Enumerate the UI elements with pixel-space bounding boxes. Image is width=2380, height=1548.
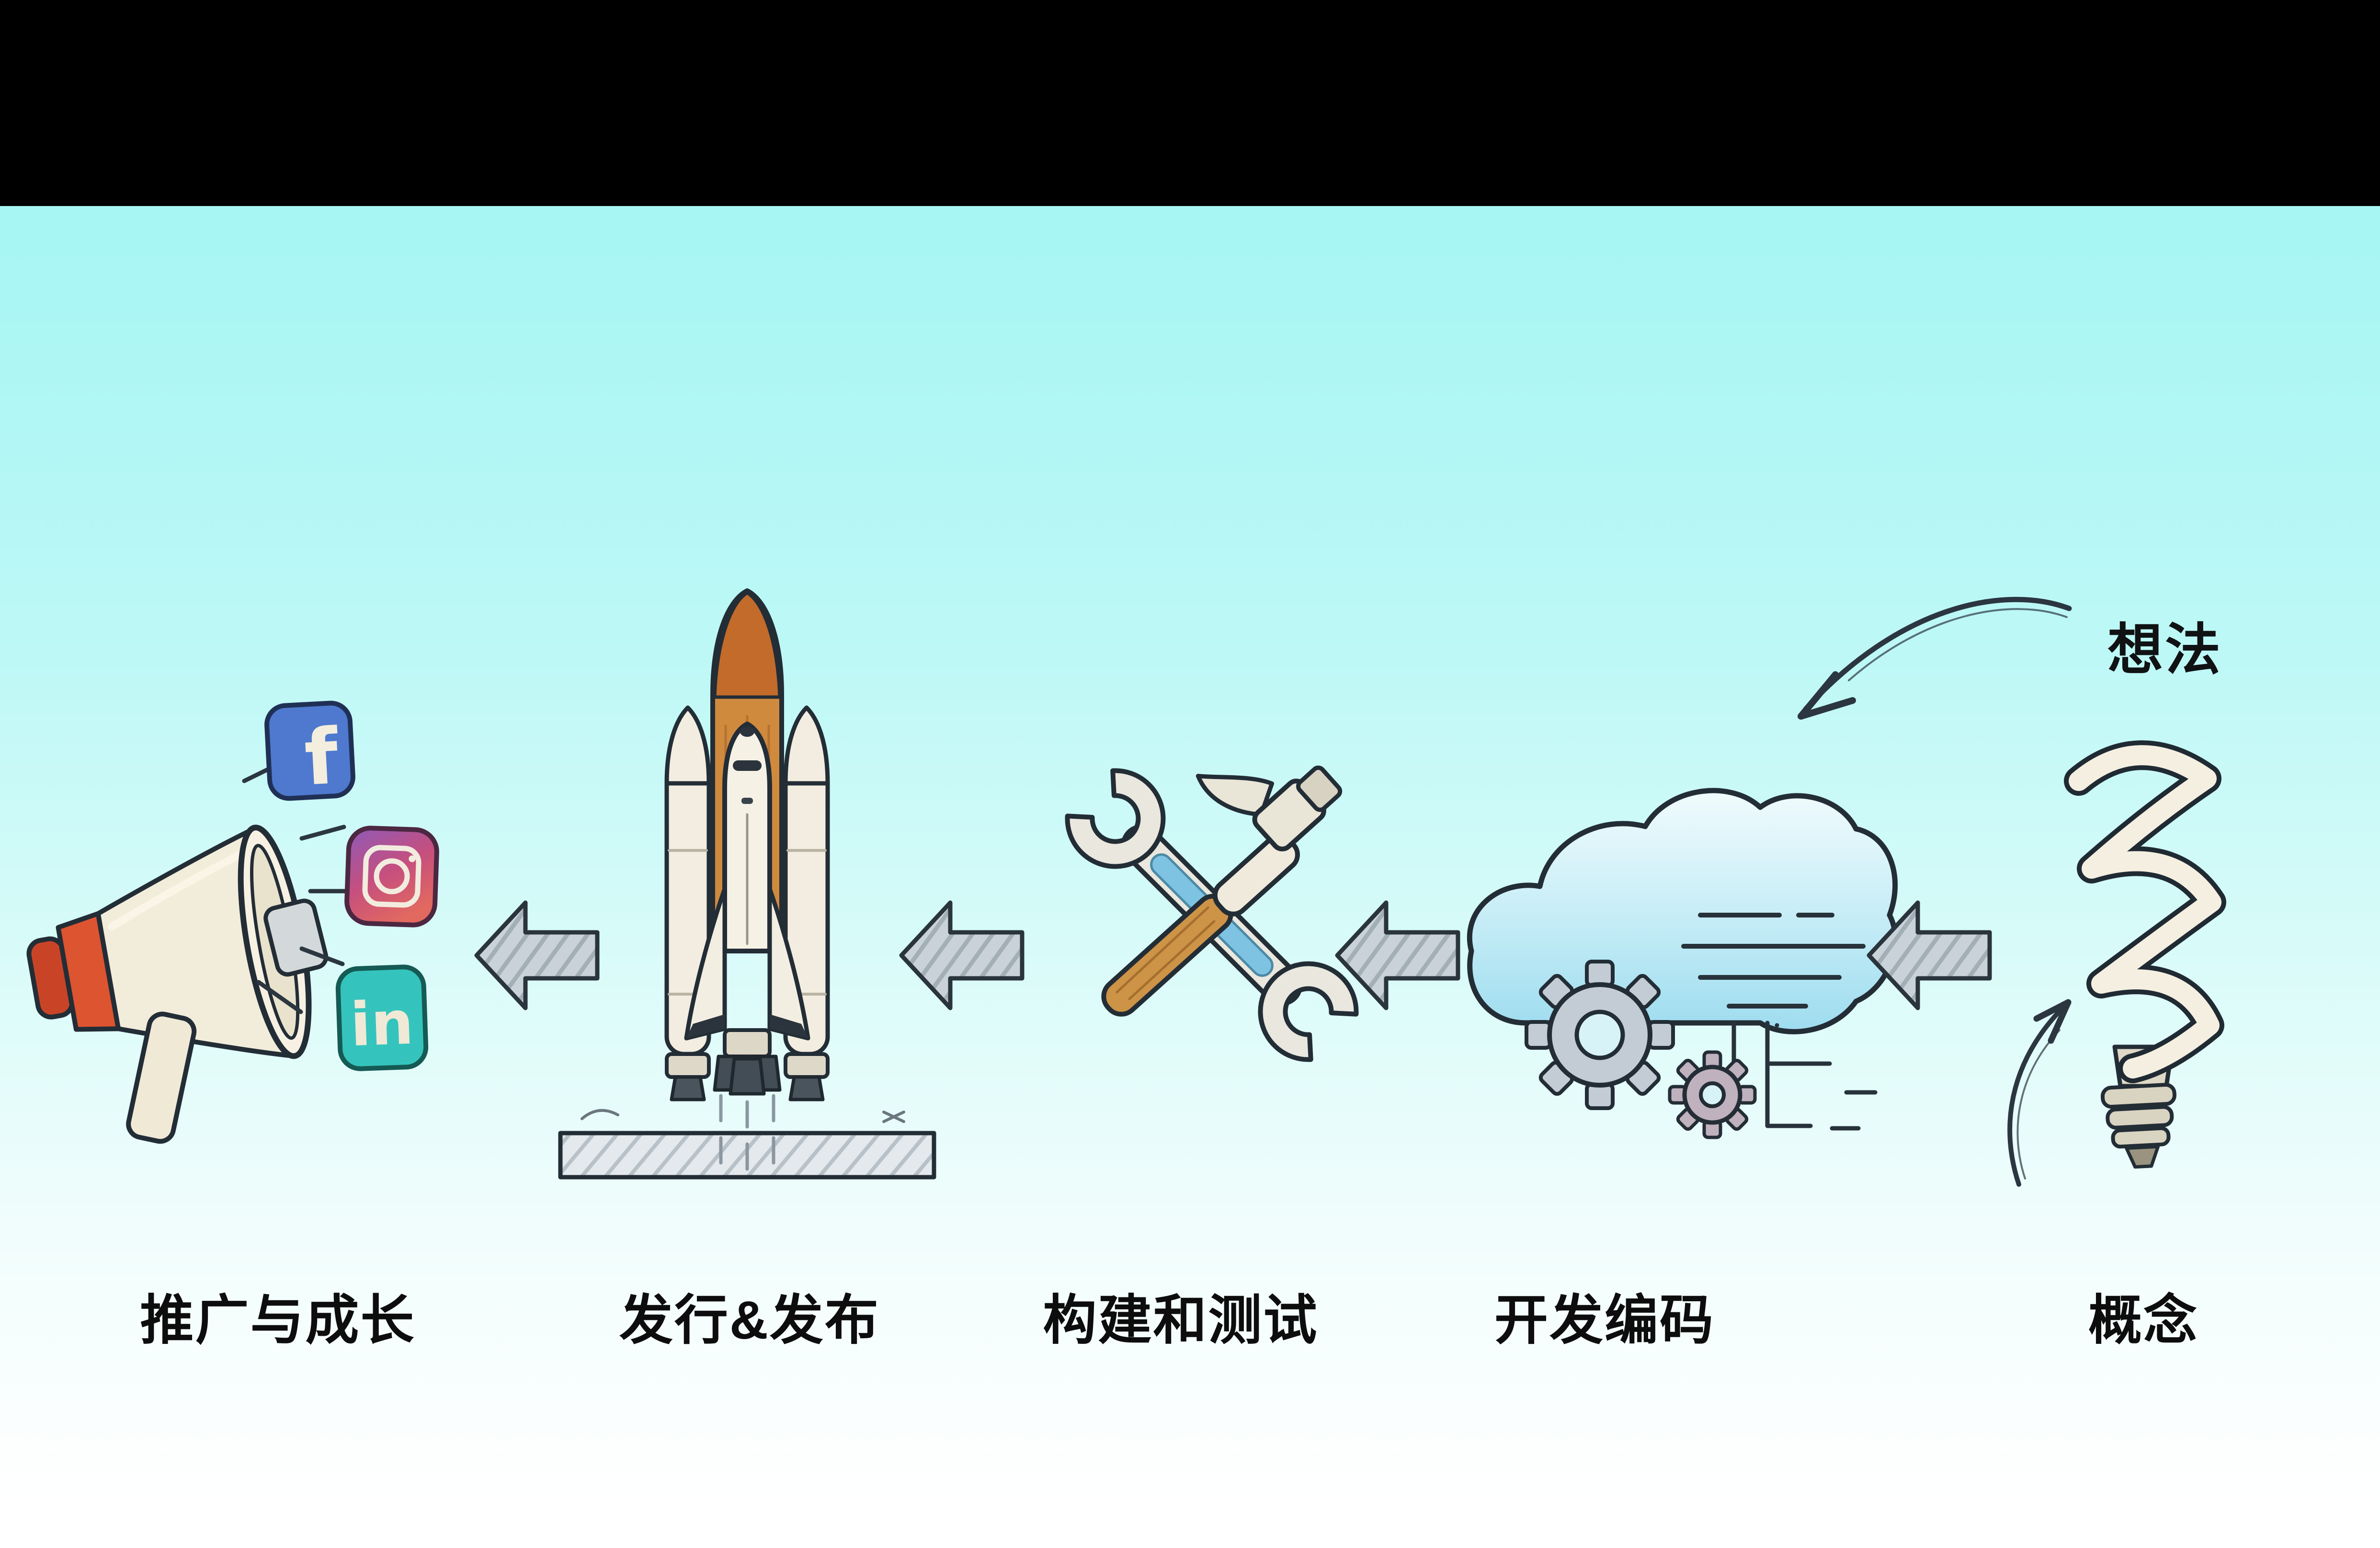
wrench-hammer-icon [1065,765,1359,1062]
stage-label-develop-code: 开发编码 [1494,1290,1715,1350]
lightbulb-icon [2064,740,2226,1169]
stage-label-promotion-growth: 推广与成长 [140,1290,416,1350]
rocket-launch-icon [558,588,936,1180]
flow-arrow-icon [899,900,1025,1010]
hammer-icon [1101,765,1343,1017]
gear-large-icon [1525,960,1675,1110]
facebook-icon: f [264,700,355,803]
flow-arrow-icon [1867,900,1992,1010]
flow-arrow-icon [474,900,600,1010]
idea-annotation-label: 想法 [2107,619,2222,681]
megaphone-icon [26,825,329,1144]
sketch-arrow-up-right-icon [2007,999,2072,1187]
sketch-arrow-down-left-icon [1798,596,2072,720]
svg-text:f: f [302,711,342,803]
svg-text:in: in [349,988,415,1060]
stage-label-concept: 概念 [2088,1290,2198,1350]
instagram-icon [344,826,439,928]
stage-label-release-launch: 发行&发布 [619,1290,880,1350]
cloud-shape [1467,788,1898,1034]
cloud-gears-icon [1467,788,1898,1139]
rocket-orbiter [684,722,810,1096]
top-letterbox-bar [0,0,2380,206]
stage-label-build-test: 构建和测试 [1043,1290,1319,1350]
flow-arrow-icon [1335,900,1460,1010]
bulb-screw-base [2100,1083,2176,1169]
linkedin-icon: in [335,964,429,1071]
gear-small-icon [1668,1050,1757,1139]
